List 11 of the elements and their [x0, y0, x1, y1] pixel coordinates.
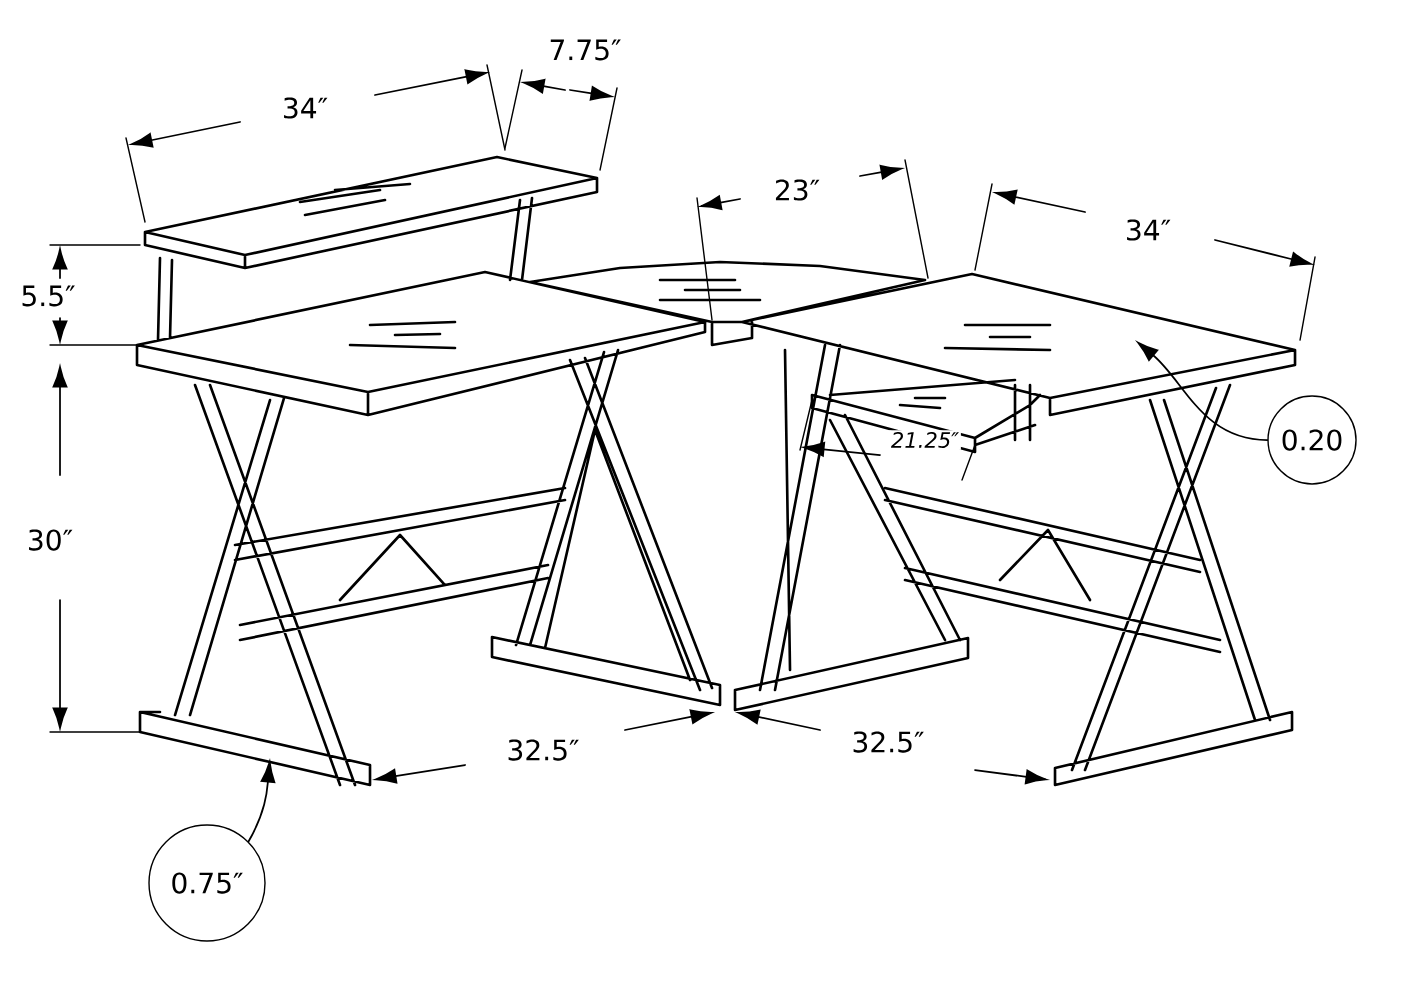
- dimension-label: 34″: [1123, 217, 1173, 243]
- dimension-label: 30″: [25, 527, 75, 553]
- dimension-label: 7.75″: [546, 37, 624, 63]
- dimension-label: 23″: [772, 177, 822, 203]
- dimension-label: 21.25″: [889, 430, 961, 450]
- leader-line: [247, 761, 276, 843]
- leader-line: [1137, 341, 1269, 441]
- dimension-label: 34″: [280, 95, 330, 121]
- dimension-label: 32.5″: [504, 737, 582, 763]
- dimension-label: 32.5″: [849, 729, 927, 755]
- dimension-label: 5.5″: [18, 283, 78, 309]
